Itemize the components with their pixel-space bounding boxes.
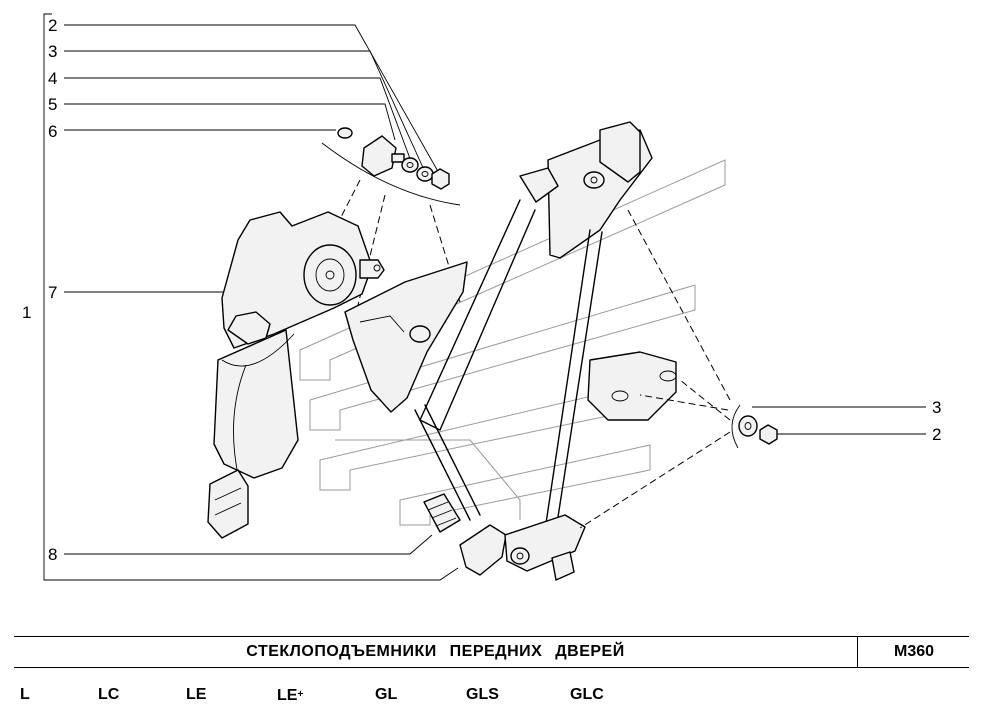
trim-le-plus-mark: +	[297, 689, 304, 700]
trim-le: LE	[186, 686, 207, 703]
callout-6: 6	[48, 122, 57, 141]
title-bar: СТЕКЛОПОДЪЕМНИКИ ПЕРЕДНИХ ДВЕРЕЙ М360	[14, 636, 969, 668]
page-title: СТЕКЛОПОДЪЕМНИКИ ПЕРЕДНИХ ДВЕРЕЙ	[246, 643, 625, 660]
trim-gls: GLS	[466, 686, 499, 703]
trim-lc: LC	[98, 686, 120, 703]
spring-part	[423, 493, 461, 533]
window-motor	[207, 211, 385, 539]
callout-3-top: 3	[48, 42, 57, 61]
trim-le-plus: LE+	[277, 683, 303, 708]
trim-le-plus-label: LE	[277, 687, 298, 704]
right-fasteners	[579, 209, 778, 529]
callout-2-top: 2	[48, 16, 57, 35]
callout-7: 7	[48, 283, 57, 302]
catalog-code: М360	[857, 637, 970, 667]
window-regulator-diagram: 1 2 3 4 5 6 7 8 3 2	[22, 13, 941, 581]
group-bracket: 1	[22, 13, 459, 581]
trim-l: L	[20, 686, 30, 703]
trim-glc: GLC	[570, 686, 604, 703]
regulator-rail	[344, 121, 677, 581]
callout-1: 1	[22, 303, 31, 322]
callout-2-right: 2	[932, 425, 941, 444]
right-callouts: 3 2	[752, 398, 941, 444]
callout-5: 5	[48, 95, 57, 114]
callout-8: 8	[48, 545, 57, 564]
callout-4: 4	[48, 69, 57, 88]
left-callouts: 2 3 4 5 6 7 8	[48, 16, 441, 564]
callout-3-right: 3	[932, 398, 941, 417]
trim-levels-row: L LC LE LE+ GL GLS GLC	[0, 683, 985, 707]
trim-gl: GL	[375, 686, 398, 703]
